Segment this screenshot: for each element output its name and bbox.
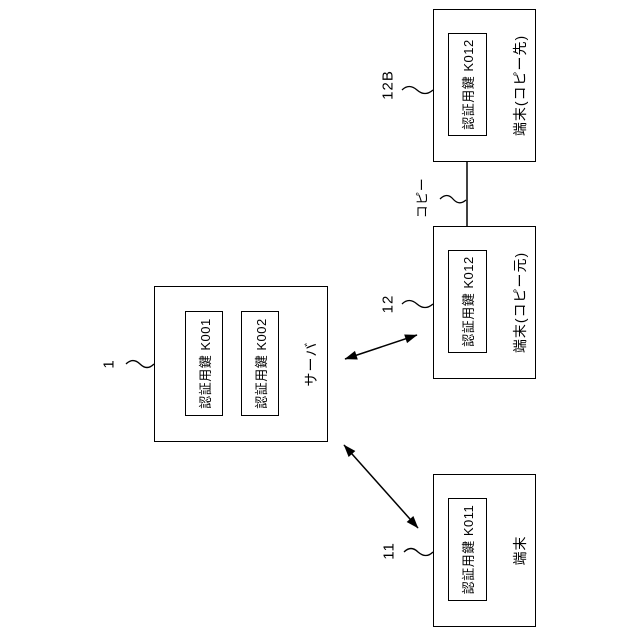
key-box-k001: 認証用鍵 K001 bbox=[185, 311, 223, 416]
leader-squiggle-ref-11 bbox=[403, 547, 434, 557]
bidirectional-arrow-server-copy-source bbox=[344, 334, 418, 360]
key-label: 認証用鍵 K002 bbox=[253, 318, 269, 409]
ref-numeral-12: 12 bbox=[379, 294, 397, 314]
key-box-k012-dest: 認証用鍵 K012 bbox=[448, 33, 487, 136]
key-label: 認証用鍵 K012 bbox=[461, 39, 476, 130]
node-label-terminal: 端末 bbox=[512, 535, 528, 566]
node-label-copy-source: 端末(コピー元) bbox=[512, 251, 528, 354]
key-label: 認証用鍵 K001 bbox=[197, 318, 213, 409]
node-label-copy-dest: 端末(コピー先) bbox=[512, 34, 528, 137]
copy-arrow-label: コピー bbox=[414, 177, 430, 219]
node-server: 認証用鍵 K001 認証用鍵 K002 サーバ bbox=[154, 286, 328, 442]
ref-numeral-1: 1 bbox=[100, 359, 118, 369]
leader-squiggle-ref-12 bbox=[401, 299, 434, 309]
leader-squiggle-ref-1 bbox=[125, 359, 155, 369]
node-label-server: サーバ bbox=[303, 341, 319, 387]
key-box-k012-source: 認証用鍵 K012 bbox=[448, 250, 487, 353]
key-box-k002: 認証用鍵 K002 bbox=[241, 311, 279, 416]
leader-squiggle-copy-label bbox=[439, 194, 467, 204]
leader-squiggle-ref-12b bbox=[401, 85, 434, 95]
key-label: 認証用鍵 K012 bbox=[461, 256, 476, 347]
key-label: 認証用鍵 K011 bbox=[461, 504, 476, 595]
ref-numeral-12b: 12B bbox=[379, 70, 397, 100]
ref-numeral-11: 11 bbox=[380, 542, 398, 560]
node-copy-dest: 認証用鍵 K012 端末(コピー先) bbox=[433, 9, 536, 162]
node-copy-source: 認証用鍵 K012 端末(コピー元) bbox=[433, 226, 536, 379]
bidirectional-arrow-server-terminal bbox=[343, 444, 419, 529]
key-box-k011: 認証用鍵 K011 bbox=[448, 498, 487, 601]
node-terminal: 認証用鍵 K011 端末 bbox=[433, 474, 536, 627]
